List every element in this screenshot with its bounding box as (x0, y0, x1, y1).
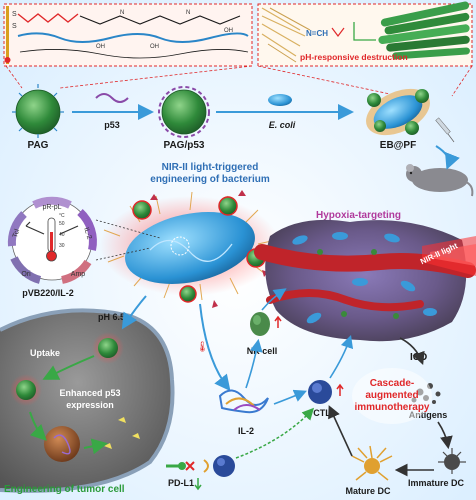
zoom-guide-left (5, 65, 253, 89)
nucleus (44, 426, 80, 462)
thermo-unit: °C (59, 213, 65, 219)
svg-text:N: N (186, 10, 190, 16)
il2-protein (218, 389, 269, 414)
svg-text:OH: OH (150, 44, 159, 50)
ph-responsive-panel: N=CH pH-responsive destruction (257, 1, 473, 67)
arrow-to-nucleus (29, 411, 47, 441)
arrow-to-tumor-cell (121, 295, 147, 330)
thermo-tick-40: 40 (59, 232, 65, 238)
ctl-up-arrow (336, 383, 344, 396)
arrow-ctl-to-tumor (329, 334, 354, 379)
arrow-nk-to-tumor (261, 288, 287, 311)
plasmid-name: pVB220/IL-2 (22, 288, 74, 298)
immature-dc (438, 448, 466, 474)
pdl1-receptor (166, 459, 209, 473)
pag-p53-nanoparticle (158, 86, 210, 138)
bacterium-title-1: NIR-II light-triggered (162, 162, 259, 173)
tumor-tissue (254, 219, 476, 342)
plasmid-zoom-line-1 (95, 247, 151, 261)
cascade-line3: immunotherapy (354, 402, 429, 413)
pag-p53-label: PAG/p53 (164, 140, 205, 151)
mature-dc-label: Mature DC (345, 486, 391, 496)
svg-text:N: N (120, 10, 124, 16)
arrow-to-il2 (199, 303, 231, 392)
il2-label: IL-2 (238, 426, 254, 436)
arrow-from-nucleus (83, 438, 108, 455)
eb-pf-complex (366, 88, 430, 136)
polymer-structure-panel: S S OH OH OH N N (3, 3, 253, 67)
cascade-label-group (352, 368, 432, 424)
imine-linkage: N=CH (306, 29, 328, 38)
pdl1-down-arrow (194, 478, 202, 491)
zoom-guide-right (257, 65, 473, 97)
syringe-icon (435, 117, 455, 143)
thermo-tick-50: 50 (59, 221, 65, 227)
plasmid-diagram (7, 196, 97, 284)
immature-dc-label: Immature DC (408, 478, 465, 488)
svg-text:S: S (12, 23, 17, 30)
svg-text:OH: OH (224, 28, 233, 34)
mature-dc (351, 445, 393, 481)
pdl1-label: PD-L1 (168, 478, 194, 488)
plasmid-seg-tcl: Tcl (12, 228, 21, 239)
cascade-line1: Cascade- (370, 378, 414, 389)
p53-protein-icons (104, 417, 140, 449)
p53-label: p53 (104, 120, 120, 130)
arrow-uptake (42, 355, 95, 380)
ph-label: pH 6.5 (98, 312, 125, 322)
plasmid-seg-ori: Ori (21, 271, 31, 278)
arrow-mature-dc-to-ctl (328, 405, 353, 457)
bacterium-title-2: engineering of bacterium (150, 174, 270, 185)
cascade-line2: augmented (365, 390, 418, 401)
polymer-rods (378, 1, 470, 60)
tumor-cell (0, 308, 175, 493)
nir-light-beam (422, 236, 476, 276)
arrow-il2-to-nk (245, 338, 263, 389)
engineered-bacterium (100, 190, 280, 308)
arrow-to-mouse (435, 145, 460, 170)
bacterial-fibers (261, 7, 311, 63)
ph-responsive-caption: pH-responsive destruction (300, 52, 408, 62)
antigens-label: Antigens (409, 410, 448, 420)
arrow-antigens-to-dc (437, 421, 453, 450)
pag-label: PAG (28, 140, 49, 151)
ecoli-label: E. coli (269, 120, 296, 130)
mouse-icon (406, 164, 474, 197)
enhanced-p53-line2: expression (66, 400, 114, 410)
tumor-cell-footer: Engineering of tumor cell (4, 484, 125, 495)
thermo-tick-30: 30 (59, 243, 65, 249)
plasmid-seg-prpl: pR-pL (42, 204, 61, 211)
uptake-nanoparticle (92, 332, 124, 364)
svg-text:S: S (12, 11, 17, 18)
ctl-cell (308, 380, 332, 404)
ctl-near-pdl1 (213, 455, 235, 477)
arrow-tumor-to-icd (399, 337, 425, 365)
uptake-label: Uptake (30, 348, 60, 358)
plasmid-seg-il2: IL-2 (82, 227, 92, 241)
pag-nanoparticle (12, 84, 64, 138)
nk-up-arrow (274, 315, 282, 328)
cytoplasm-nanoparticle (10, 374, 42, 406)
hypoxia-label: Hypoxia-targeting (316, 210, 401, 221)
ecoli-icon (268, 94, 292, 106)
plasmid-zoom-line-2 (95, 219, 161, 239)
plasmid-seg-amp: Amp (71, 271, 86, 278)
dna-icon (95, 93, 129, 103)
svg-text:OH: OH (96, 44, 105, 50)
arrow-ctl-activation (235, 407, 315, 459)
nk-cell (250, 312, 270, 336)
eb-pf-label: EB@PF (380, 140, 416, 151)
enhanced-p53-line1: Enhanced p53 (59, 388, 120, 398)
arrow-il2-to-ctl (273, 389, 307, 405)
nk-cell-label: NK cell (247, 346, 278, 356)
ctl-label: CTL (313, 408, 331, 418)
thermometer-small-icon: 🌡 (196, 341, 209, 353)
